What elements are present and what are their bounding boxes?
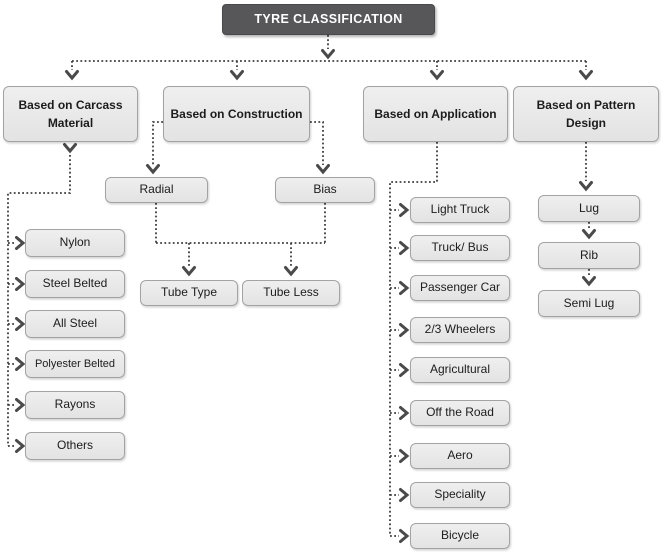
arrow-right-icon: [15, 357, 26, 371]
leaf-light-truck: Light Truck: [410, 197, 510, 223]
arrow-down-icon: [230, 70, 244, 81]
category-carcass-material: Based on Carcass Material: [3, 86, 138, 142]
leaf-others: Others: [25, 432, 125, 460]
arrow-right-icon: [15, 236, 26, 250]
arrow-right-icon: [15, 317, 26, 331]
leaf-nylon: Nylon: [25, 229, 125, 257]
leaf-off-the-road: Off the Road: [410, 400, 510, 426]
root-node-tyre-classification: TYRE CLASSIFICATION: [222, 4, 435, 35]
arrow-down-icon: [182, 266, 196, 277]
arrow-down-icon: [63, 143, 77, 154]
arrow-down-icon: [321, 49, 335, 60]
connector-application-spine: [389, 142, 438, 536]
leaf-truck-bus: Truck/ Bus: [410, 235, 510, 261]
leaf-steel-belted: Steel Belted: [25, 270, 125, 298]
leaf-rayons: Rayons: [25, 391, 125, 419]
leaf-rib: Rib: [538, 242, 640, 269]
category-pattern-design: Based on Pattern Design: [513, 86, 659, 142]
category-construction: Based on Construction: [163, 86, 310, 142]
arrow-right-icon: [399, 406, 410, 420]
connector-carcass-spine: [7, 155, 71, 446]
connector-construction-right: [310, 121, 324, 165]
leaf-lug: Lug: [538, 195, 640, 222]
leaf-radial: Radial: [105, 177, 208, 203]
arrow-down-icon: [582, 229, 596, 240]
leaf-aero: Aero: [410, 443, 510, 469]
arrow-right-icon: [399, 488, 410, 502]
arrow-right-icon: [399, 323, 410, 337]
leaf-bicycle: Bicycle: [410, 523, 510, 549]
arrow-right-icon: [399, 449, 410, 463]
arrow-right-icon: [399, 281, 410, 295]
leaf-tube-type: Tube Type: [140, 280, 238, 306]
arrow-down-icon: [65, 70, 79, 81]
leaf-speciality: Speciality: [410, 482, 510, 508]
arrow-down-icon: [579, 181, 593, 192]
arrow-down-icon: [579, 70, 593, 81]
arrow-right-icon: [399, 241, 410, 255]
arrow-down-icon: [284, 266, 298, 277]
arrow-down-icon: [146, 164, 160, 175]
leaf-semi-lug: Semi Lug: [538, 290, 640, 317]
arrow-down-icon: [582, 276, 596, 287]
arrow-right-icon: [399, 363, 410, 377]
connector-construction-left: [152, 121, 163, 165]
arrow-down-icon: [430, 70, 444, 81]
category-application: Based on Application: [363, 86, 508, 142]
leaf-tube-less: Tube Less: [242, 280, 340, 306]
arrow-right-icon: [15, 439, 26, 453]
leaf-passenger-car: Passenger Car: [410, 275, 510, 301]
arrow-right-icon: [399, 203, 410, 217]
arrow-right-icon: [399, 529, 410, 543]
leaf-bias: Bias: [275, 177, 375, 203]
arrow-down-icon: [316, 164, 330, 175]
arrow-right-icon: [15, 277, 26, 291]
leaf-all-steel: All Steel: [25, 310, 125, 338]
arrow-right-icon: [15, 398, 26, 412]
leaf-2-3-wheelers: 2/3 Wheelers: [410, 317, 510, 343]
leaf-agricultural: Agricultural: [410, 357, 510, 383]
leaf-polyester-belted: Polyester Belted: [25, 350, 125, 378]
